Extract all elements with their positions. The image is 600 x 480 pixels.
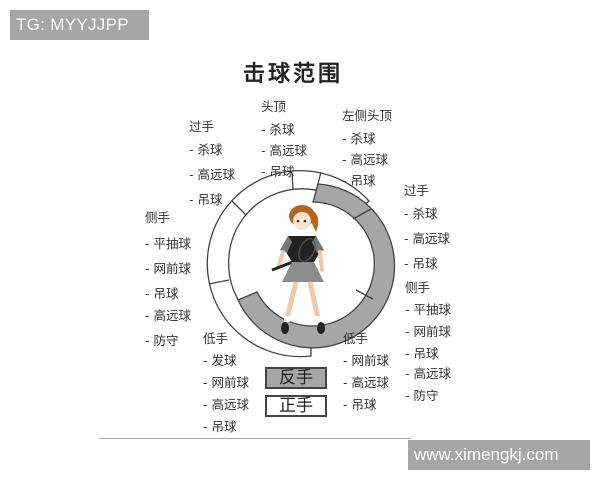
shot-item: 平抽球 [405, 299, 451, 318]
shot-item: 吊球 [189, 189, 235, 208]
group-underhand-right: 低手 网前球 高远球 吊球 [343, 328, 389, 413]
group-heading: 低手 [203, 331, 229, 346]
shot-item: 高远球 [261, 140, 307, 159]
group-overhand-right: 过手 杀球 高远球 吊球 [404, 180, 450, 272]
shot-item: 高远球 [203, 394, 249, 413]
legend-backhand: 反手 [265, 367, 327, 389]
diagram-title: 击球范围 [243, 62, 344, 87]
shot-item: 高远球 [189, 164, 235, 183]
shot-item: 吊球 [145, 283, 191, 302]
group-heading: 侧手 [145, 210, 171, 225]
group-heading: 过手 [404, 183, 430, 198]
group-heading: 头顶 [261, 99, 287, 114]
player-figure-icon [271, 205, 325, 334]
shot-item: 网前球 [145, 258, 191, 277]
shot-item: 吊球 [261, 161, 307, 180]
shot-item: 防守 [145, 330, 191, 349]
shot-item: 网前球 [343, 350, 389, 369]
shot-item: 高远球 [343, 372, 389, 391]
shot-item: 高远球 [342, 149, 392, 168]
backhand-band [237, 183, 396, 349]
group-side-left: 侧手 平抽球 网前球 吊球 高远球 防守 [145, 207, 191, 349]
divider-line [99, 438, 411, 439]
group-left-overhead: 左侧头顶 杀球 高远球 吊球 [342, 105, 392, 189]
group-heading: 过手 [189, 119, 215, 134]
group-heading: 左侧头顶 [342, 108, 393, 123]
shot-item: 平抽球 [145, 233, 191, 252]
shot-item: 网前球 [405, 321, 451, 340]
shot-item: 网前球 [203, 372, 249, 391]
shot-item: 高远球 [404, 228, 450, 247]
group-overhand-left: 过手 杀球 高远球 吊球 [189, 116, 235, 208]
group-side-right: 侧手 平抽球 网前球 吊球 高远球 防守 [405, 277, 451, 404]
shot-item: 吊球 [342, 170, 392, 189]
shot-item: 发球 [203, 350, 249, 369]
legend-forehand: 正手 [265, 395, 327, 417]
shot-item: 杀球 [189, 139, 235, 158]
watermark-bottom: www.ximengkj.com [408, 440, 590, 470]
shot-item: 杀球 [342, 128, 392, 147]
shot-item: 吊球 [343, 394, 389, 413]
shot-item: 防守 [405, 385, 451, 404]
shot-item: 高远球 [405, 363, 451, 382]
group-underhand-left: 低手 发球 网前球 高远球 吊球 [203, 328, 249, 435]
group-overhead: 头顶 杀球 高远球 吊球 [261, 96, 307, 180]
group-heading: 侧手 [405, 280, 431, 295]
group-heading: 低手 [343, 331, 369, 346]
shot-item: 吊球 [203, 416, 249, 435]
shot-item: 杀球 [404, 203, 450, 222]
shot-item: 杀球 [261, 119, 307, 138]
shot-item: 高远球 [145, 305, 191, 324]
shot-item: 吊球 [405, 343, 451, 362]
watermark-top: TG: MYYJJPP [10, 10, 149, 40]
shot-item: 吊球 [404, 253, 450, 272]
